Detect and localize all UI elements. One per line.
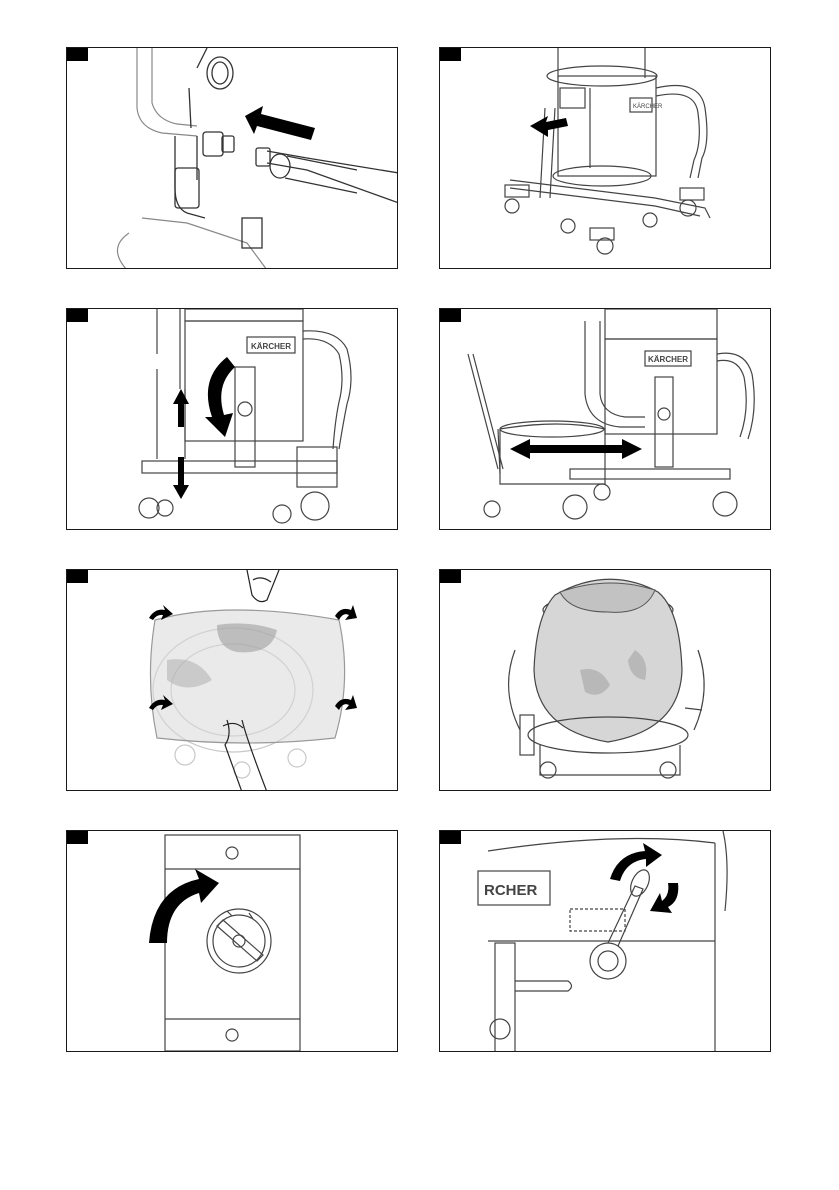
filter-shaker-icon: RCHER	[440, 831, 771, 1052]
illustration-panel-5	[66, 569, 398, 791]
bag-icon	[67, 570, 398, 791]
push-arrow-icon	[245, 106, 315, 140]
illustration-panel-7	[66, 830, 398, 1052]
illustration-panel-4: KÄRCHER	[439, 308, 771, 530]
push-arrow-icon	[530, 116, 568, 137]
bag-in-bin-icon	[440, 570, 771, 791]
down-arrow-icon	[173, 457, 189, 499]
svg-text:KÄRCHER: KÄRCHER	[633, 103, 663, 110]
lever-icon: KÄRCHER	[67, 309, 398, 530]
rotate-arrow-icon	[205, 357, 235, 437]
illustration-panel-8: RCHER	[439, 830, 771, 1052]
illustration-panel-3: KÄRCHER	[66, 308, 398, 530]
illustration-panel-1	[66, 47, 398, 269]
up-arrow-icon	[173, 389, 189, 427]
vacuum-cart-icon: KÄRCHER	[440, 48, 771, 269]
double-arrow-icon	[578, 439, 642, 459]
illustration-panel-2: KÄRCHER	[439, 47, 771, 269]
container-cart-icon: KÄRCHER	[440, 309, 771, 530]
illustration-panel-6	[439, 569, 771, 791]
svg-text:KÄRCHER: KÄRCHER	[648, 355, 688, 364]
svg-text:RCHER: RCHER	[484, 882, 538, 899]
hose-connector-icon	[67, 48, 398, 269]
rotary-switch-icon	[67, 831, 398, 1052]
svg-text:KÄRCHER: KÄRCHER	[251, 342, 291, 351]
rotate-arrow-icon	[650, 883, 678, 913]
